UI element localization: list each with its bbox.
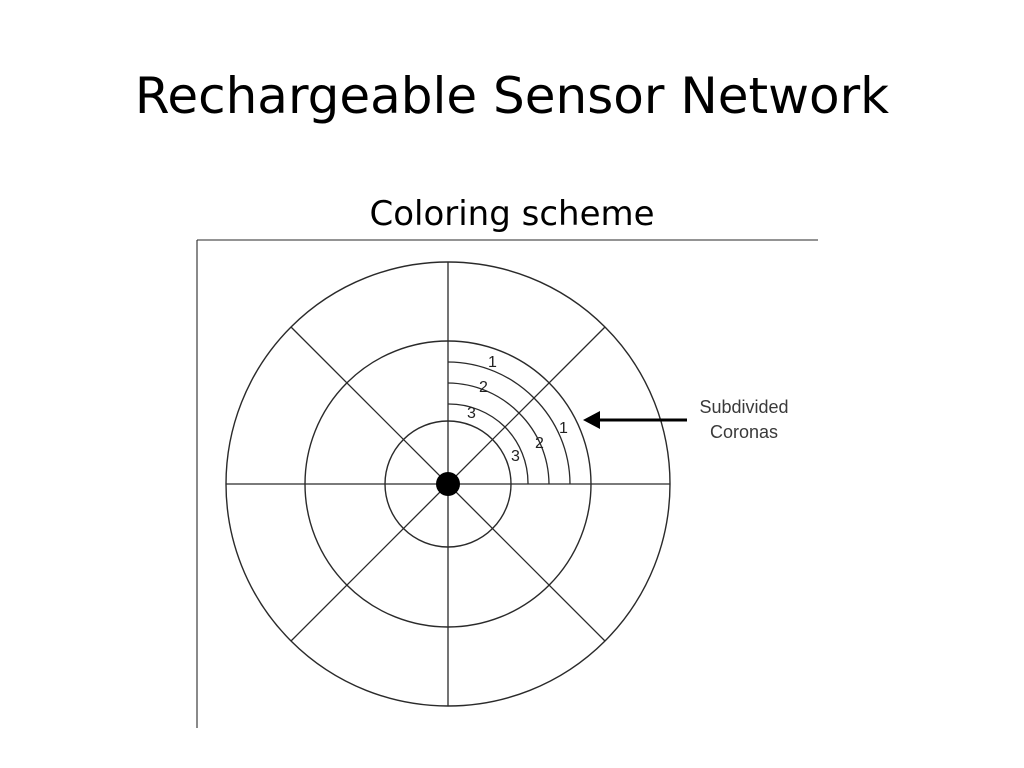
arc-label-upper-2: 2 [479, 379, 488, 396]
subdivision-arc-lower-1 [533, 397, 571, 485]
subdivision-arc-upper-2 [447, 382, 520, 414]
subdivision-arc-upper-3 [447, 403, 506, 428]
callout-arrow-head [583, 411, 600, 429]
arc-label-lower-1: 1 [559, 420, 568, 437]
arc-label-lower-3: 3 [511, 448, 520, 465]
subdivision-arc-upper-1 [447, 361, 535, 399]
arc-label-upper-3: 3 [467, 405, 476, 422]
slide-subtitle: Coloring scheme [369, 194, 655, 234]
slide-title: Rechargeable Sensor Network [134, 67, 890, 125]
subdivision-arc-lower-2 [518, 412, 550, 485]
callout-label-line1: Subdivided [699, 397, 788, 417]
arc-label-upper-1: 1 [488, 354, 497, 371]
subdivision-arc-lower-3 [504, 426, 529, 485]
sink-node [436, 472, 460, 496]
arc-label-lower-2: 2 [535, 435, 544, 452]
callout-label-line2: Coronas [710, 422, 778, 442]
